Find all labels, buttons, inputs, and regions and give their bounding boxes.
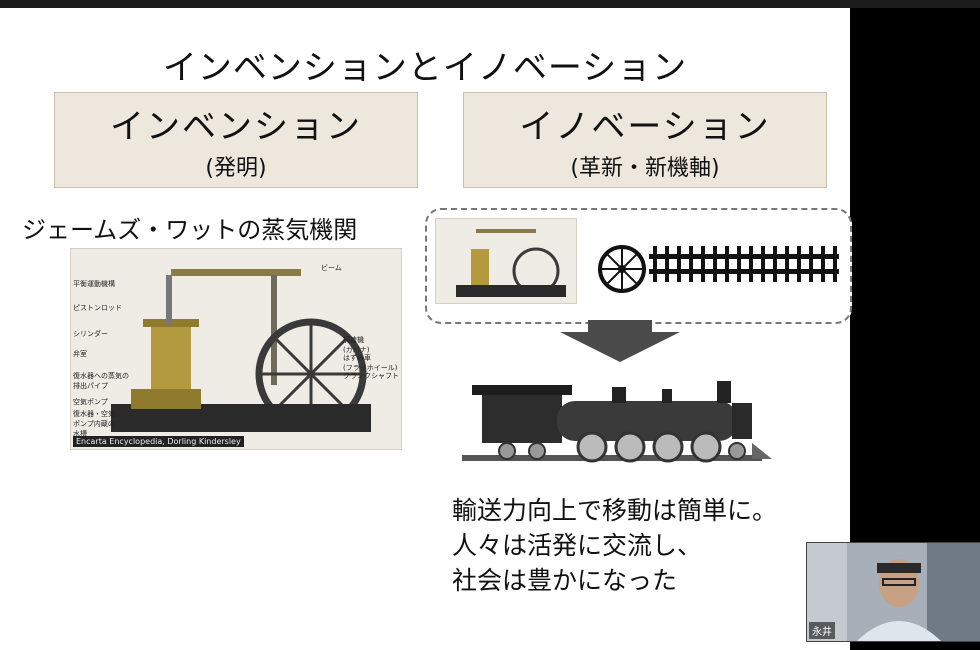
mini-steam-engine-image	[435, 218, 577, 304]
slide-title: インベンションとイノベーション	[162, 48, 688, 88]
wheel-icon	[598, 245, 646, 293]
label-governor: 調速機 (ガバナ)	[343, 336, 370, 354]
label-flywheel: はずみ車 (フライホイール)	[343, 354, 398, 372]
image-credit: Encarta Encyclopedia, Dorling Kindersley	[73, 436, 244, 447]
label-piston-rod: ピストンロッド	[73, 304, 122, 312]
railway-track-icon	[649, 246, 839, 282]
label-crank: クランクシャフト	[343, 372, 399, 380]
benefit-line-2: 人々は活発に交流し、	[452, 531, 703, 560]
invention-label: インベンション	[110, 107, 362, 147]
innovation-elements-box	[425, 208, 852, 324]
label-valve: 弁室	[73, 350, 87, 358]
engine-heading: ジェームズ・ワットの蒸気機関	[22, 216, 358, 244]
label-exhaust: 復水器への蒸気の 排出パイプ	[73, 372, 129, 390]
presentation-slide: インベンションとイノベーション インベンション (発明) イノベーション (革新…	[0, 8, 852, 650]
innovation-label: イノベーション	[519, 107, 771, 147]
participant-video-tile[interactable]: 永井	[806, 542, 980, 642]
steam-locomotive-image	[462, 381, 772, 463]
top-bar	[0, 0, 980, 8]
benefit-line-1: 輸送力向上で移動は簡単に。	[452, 496, 778, 525]
invention-box: インベンション (発明)	[54, 92, 418, 188]
benefits-text: 輸送力向上で移動は簡単に。 人々は活発に交流し、 社会は豊かになった	[452, 493, 777, 598]
participant-name: 永井	[809, 622, 835, 639]
innovation-sub: (革新・新機軸)	[570, 156, 720, 181]
steam-engine-drawing	[71, 249, 401, 449]
label-air-pump: 空気ポンプ	[73, 398, 108, 406]
down-arrow-icon	[560, 320, 680, 362]
invention-sub: (発明)	[205, 156, 267, 181]
participant-video	[807, 543, 980, 641]
label-beam: ビーム	[321, 264, 342, 272]
innovation-box: イノベーション (革新・新機軸)	[463, 92, 827, 188]
label-parallel: 平衡運動機構	[73, 280, 115, 288]
label-cylinder: シリンダー	[73, 330, 108, 338]
benefit-line-3: 社会は豊かになった	[452, 566, 678, 595]
label-condenser: 復水器・空気 ポンプ内蔵の 水槽	[73, 410, 115, 438]
steam-engine-image: ビーム 平衡運動機構 ピストンロッド シリンダー 弁室 復水器への蒸気の 排出パ…	[70, 248, 402, 450]
